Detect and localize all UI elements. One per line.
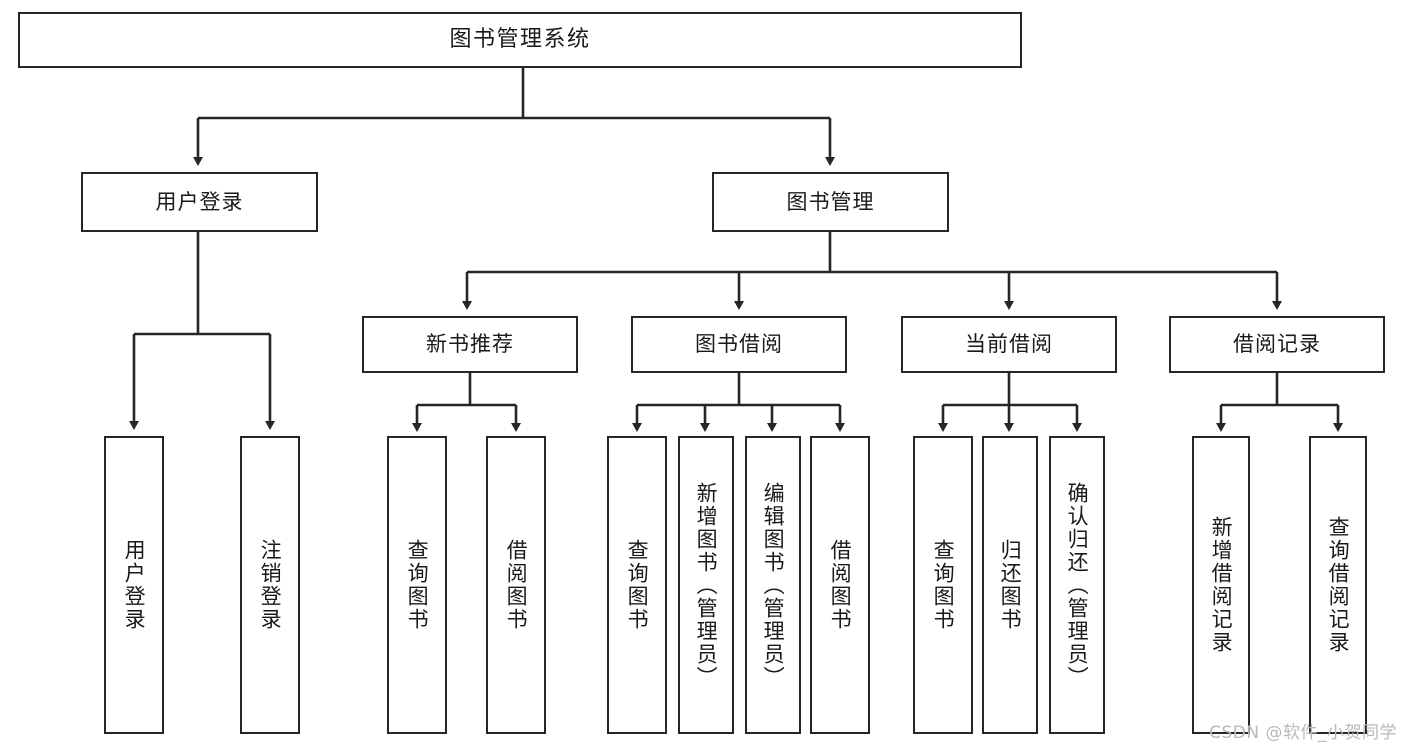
- node-leaf-edit-book[interactable]: 编辑图书（管理员）: [745, 436, 801, 734]
- node-leaf-borrow-book-1[interactable]: 借阅图书: [486, 436, 546, 734]
- node-root-label: 图书管理系统: [449, 27, 591, 53]
- node-leaf-add-book[interactable]: 新增图书（管理员）: [678, 436, 734, 734]
- node-leaf-borrow-book-2[interactable]: 借阅图书: [810, 436, 870, 734]
- node-leaf-confirm-return[interactable]: 确认归还（管理员）: [1049, 436, 1105, 734]
- node-leaf-return-book[interactable]: 归还图书: [982, 436, 1038, 734]
- node-leaf-logout-label: 注销登录: [258, 539, 283, 631]
- node-leaf-query-record-label: 查询借阅记录: [1326, 516, 1351, 654]
- node-root[interactable]: 图书管理系统: [18, 12, 1022, 68]
- node-leaf-confirm-return-label: 确认归还（管理员）: [1065, 481, 1090, 689]
- node-book-borrow[interactable]: 图书借阅: [631, 316, 847, 373]
- node-book-borrow-label: 图书借阅: [695, 332, 783, 357]
- node-leaf-query-book-2-label: 查询图书: [625, 539, 650, 631]
- node-current-borrow[interactable]: 当前借阅: [901, 316, 1117, 373]
- node-user-login[interactable]: 用户登录: [81, 172, 318, 232]
- node-leaf-edit-book-label: 编辑图书（管理员）: [761, 481, 786, 689]
- node-leaf-query-book-1-label: 查询图书: [405, 539, 430, 631]
- node-user-login-label: 用户登录: [155, 189, 244, 214]
- node-leaf-query-book-3[interactable]: 查询图书: [913, 436, 973, 734]
- node-leaf-query-book-1[interactable]: 查询图书: [387, 436, 447, 734]
- node-book-manage-label: 图书管理: [786, 189, 875, 214]
- node-leaf-add-record[interactable]: 新增借阅记录: [1192, 436, 1250, 734]
- node-leaf-user-login[interactable]: 用户登录: [104, 436, 164, 734]
- node-leaf-borrow-book-2-label: 借阅图书: [828, 539, 853, 631]
- watermark: CSDN @软件_小贺同学: [1209, 723, 1397, 743]
- node-leaf-borrow-book-1-label: 借阅图书: [504, 539, 529, 631]
- node-new-book-recommend-label: 新书推荐: [426, 332, 514, 357]
- node-leaf-user-login-label: 用户登录: [122, 539, 147, 631]
- node-leaf-logout[interactable]: 注销登录: [240, 436, 300, 734]
- node-leaf-query-book-3-label: 查询图书: [931, 539, 956, 631]
- node-new-book-recommend[interactable]: 新书推荐: [362, 316, 578, 373]
- node-borrow-record-label: 借阅记录: [1233, 332, 1321, 357]
- node-book-manage[interactable]: 图书管理: [712, 172, 949, 232]
- node-borrow-record[interactable]: 借阅记录: [1169, 316, 1385, 373]
- node-current-borrow-label: 当前借阅: [965, 332, 1053, 357]
- node-leaf-query-book-2[interactable]: 查询图书: [607, 436, 667, 734]
- node-leaf-query-record[interactable]: 查询借阅记录: [1309, 436, 1367, 734]
- node-leaf-add-record-label: 新增借阅记录: [1209, 516, 1234, 654]
- node-leaf-add-book-label: 新增图书（管理员）: [694, 481, 719, 689]
- node-leaf-return-book-label: 归还图书: [998, 539, 1023, 631]
